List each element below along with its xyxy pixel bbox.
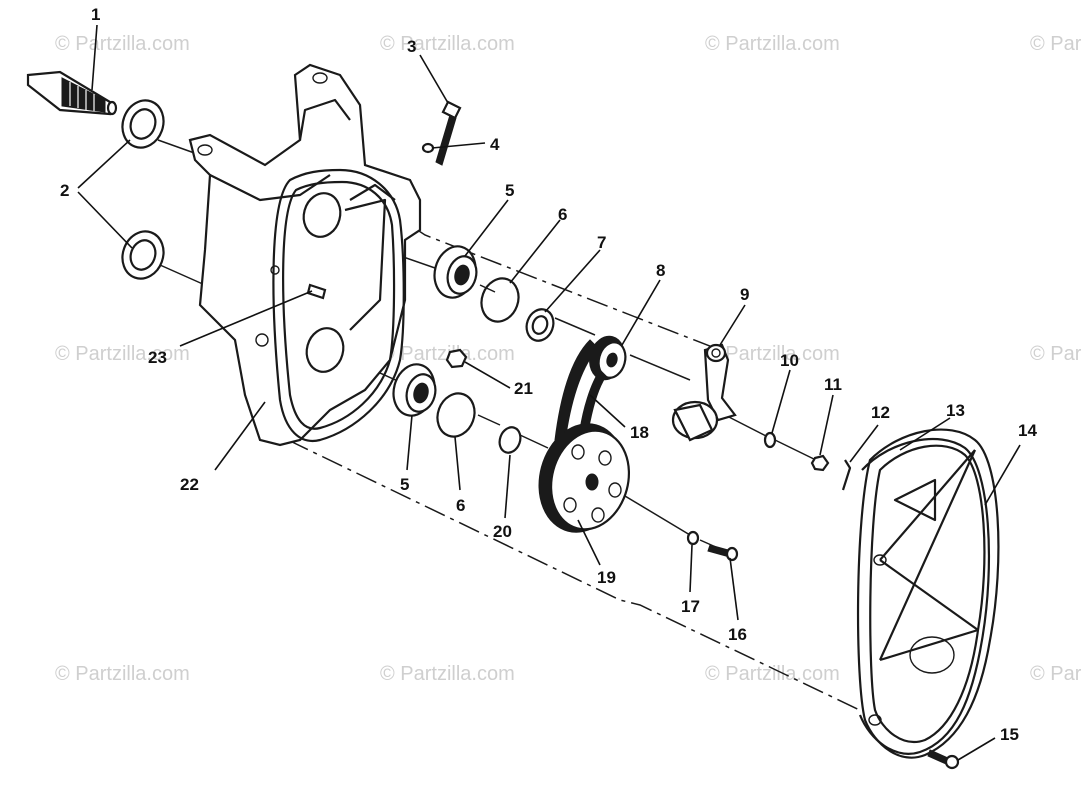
part-2-seal-lower: [121, 230, 165, 280]
callout-8: 8: [656, 261, 665, 280]
callout-3: 3: [407, 37, 416, 56]
callout-13: 13: [946, 401, 965, 420]
callout-1: 1: [91, 5, 100, 24]
part-21-nut: [445, 348, 468, 369]
callout-19: 19: [597, 568, 616, 587]
callout-6-upper: 6: [558, 205, 567, 224]
part-20-washer: [498, 426, 522, 454]
watermark: © Partzilla.com: [1030, 33, 1081, 55]
callout-labels: 1 2 3 4 5 6 7 8 9 10 11 12 13 14 15 16 1…: [60, 5, 1037, 744]
callout-15: 15: [1000, 725, 1019, 744]
callout-16: 16: [728, 625, 747, 644]
callout-11: 11: [824, 375, 842, 394]
part-13-gasket: [858, 437, 991, 755]
part-6-oring-upper: [480, 277, 520, 323]
watermark: © Partzilla.com: [55, 343, 190, 365]
callout-5-upper: 5: [505, 181, 514, 200]
watermark: © Partzilla.com: [380, 663, 515, 685]
callout-2: 2: [60, 181, 69, 200]
part-12-cotter-pin: [841, 459, 852, 491]
part-19-large-sprocket: [538, 423, 631, 533]
callout-18: 18: [630, 423, 649, 442]
part-5-bearing-upper: [433, 245, 478, 299]
part-11-nut: [810, 454, 830, 472]
part-17-washer: [686, 530, 700, 546]
callout-5-lower: 5: [400, 475, 409, 494]
watermark: © Partzilla.com: [380, 343, 515, 365]
watermark: © Partzilla.com: [705, 663, 840, 685]
part-4-washer: [421, 142, 435, 154]
callout-21: 21: [514, 379, 533, 398]
part-16-bolt: [707, 544, 739, 562]
watermark: © Partzilla.com: [705, 33, 840, 55]
callout-4: 4: [490, 135, 500, 154]
part-23-pin: [306, 283, 327, 300]
callout-23: 23: [148, 348, 167, 367]
part-2-seal-upper: [121, 99, 165, 149]
callout-7: 7: [597, 233, 606, 252]
part-7-spacer: [525, 308, 555, 342]
watermark: © Partzilla.com: [55, 663, 190, 685]
part-15-screw: [927, 749, 960, 770]
callout-20: 20: [493, 522, 512, 541]
callout-14: 14: [1018, 421, 1037, 440]
part-8-small-sprocket: [589, 335, 627, 381]
part-9-tensioner-arm: [671, 343, 737, 442]
part-5-bearing-lower: [392, 363, 437, 417]
callout-17: 17: [681, 597, 700, 616]
part-1-shaft: [26, 70, 118, 116]
part-3-bolt: [435, 100, 462, 166]
watermark-layer: © Partzilla.com © Partzilla.com © Partzi…: [55, 33, 1081, 685]
callout-6-lower: 6: [456, 496, 465, 515]
callout-12: 12: [871, 403, 890, 422]
watermark: © Partzilla.com: [55, 33, 190, 55]
watermark: © Partzilla.com: [1030, 343, 1081, 365]
callout-9: 9: [740, 285, 749, 304]
part-14-chaincase-cover: [856, 428, 1000, 759]
callout-10: 10: [780, 351, 799, 370]
part-6-oring-lower: [436, 392, 476, 438]
watermark: © Partzilla.com: [380, 33, 515, 55]
leader-lines: [77, 24, 1021, 761]
part-22-chaincase-housing: [188, 63, 422, 447]
part-10-washer: [763, 431, 777, 449]
callout-22: 22: [180, 475, 199, 494]
watermark: © Partzilla.com: [1030, 663, 1081, 685]
watermark: © Partzilla.com: [705, 343, 840, 365]
